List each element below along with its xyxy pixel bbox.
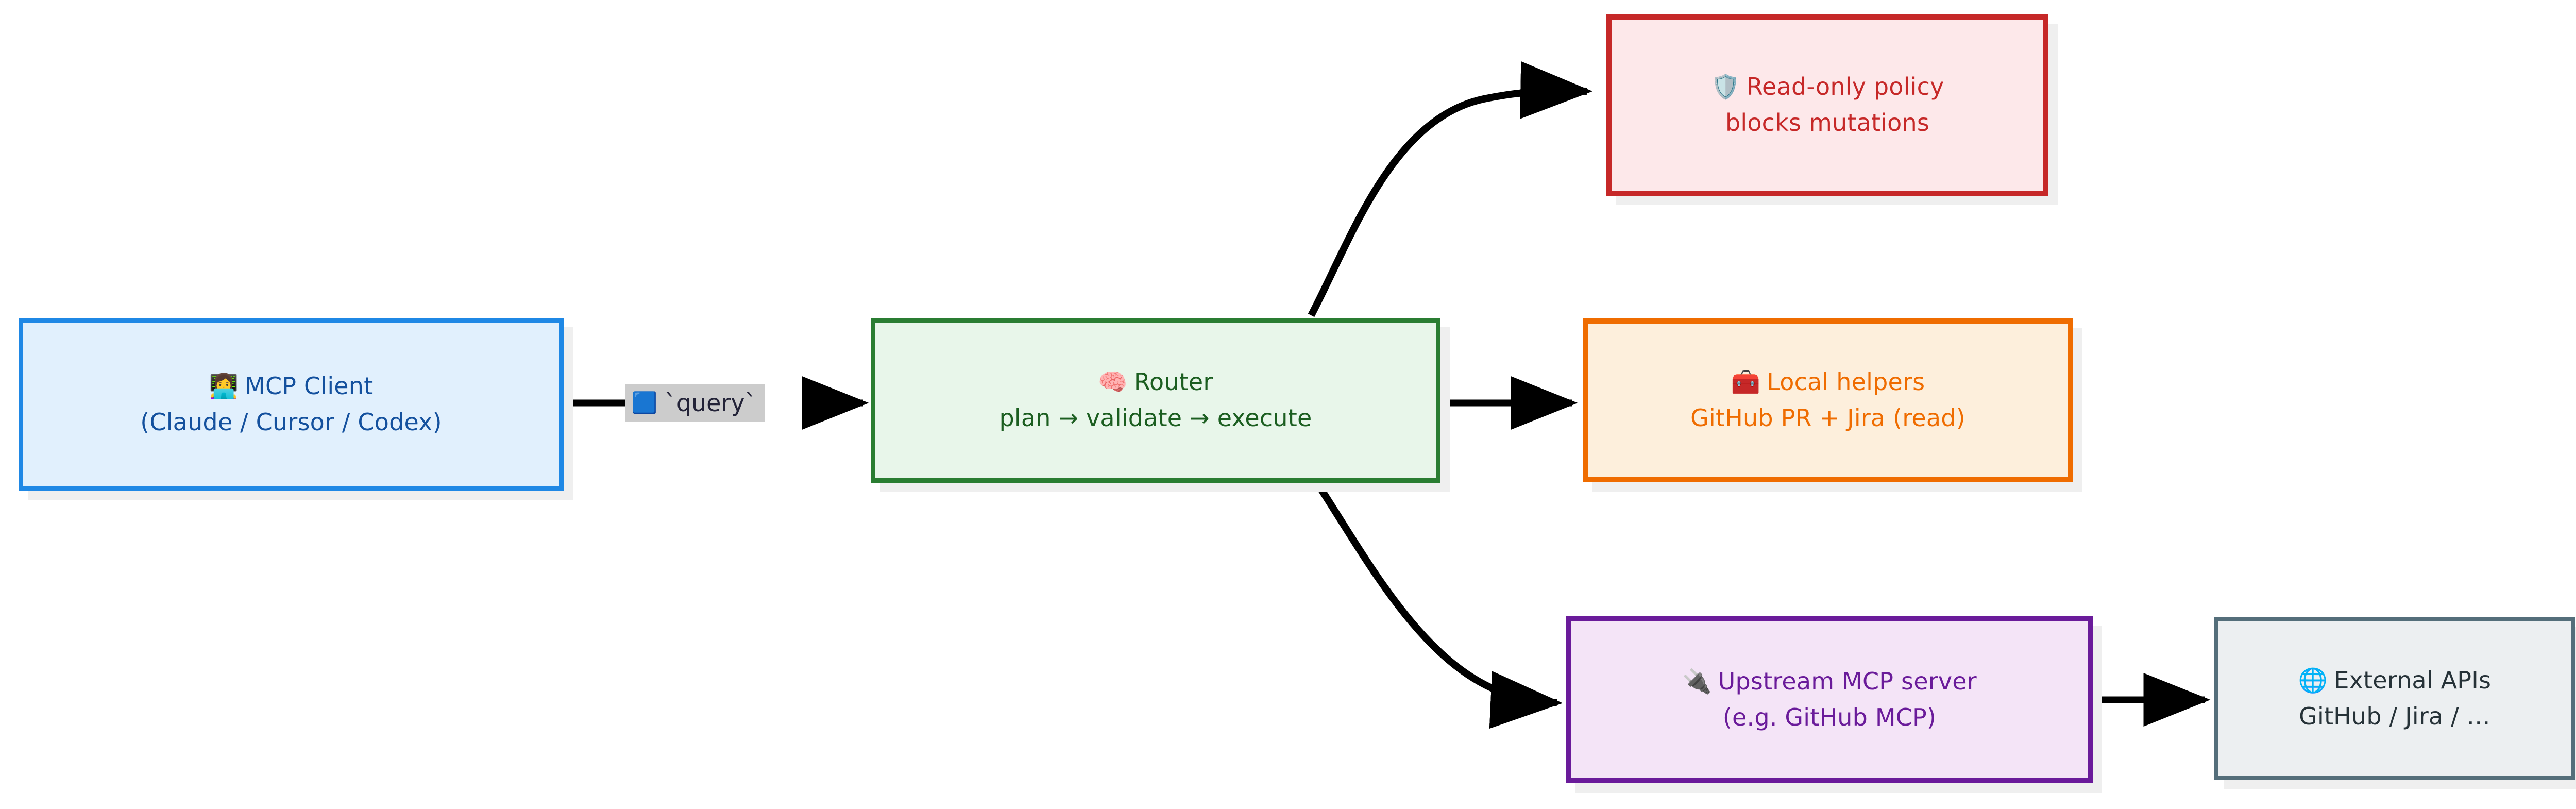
node-router-line1: 🧠Router — [1098, 367, 1213, 398]
node-upstream-mcp-line1: 🔌Upstream MCP server — [1682, 666, 1977, 697]
edge-router-to-upstream-mcp — [1316, 484, 1563, 729]
node-local-helpers-title: Local helpers — [1767, 368, 1925, 396]
node-router-line2: plan → validate → execute — [999, 404, 1312, 432]
node-external-apis-line1: 🌐External APIs — [2298, 665, 2491, 696]
edge-router-to-readonly-policy — [1308, 61, 1593, 317]
toolbox-icon: 🧰 — [1731, 368, 1761, 396]
shield-icon: 🛡️ — [1710, 73, 1740, 101]
node-mcp-client[interactable]: 👩‍💻MCP Client (Claude / Cursor / Codex) — [19, 318, 564, 491]
node-local-helpers[interactable]: 🧰Local helpers GitHub PR + Jira (read) — [1583, 318, 2073, 482]
node-readonly-policy-line2: blocks mutations — [1725, 109, 1930, 137]
node-upstream-mcp[interactable]: 🔌Upstream MCP server (e.g. GitHub MCP) — [1566, 616, 2093, 783]
node-mcp-client-line1: 👩‍💻MCP Client — [209, 371, 374, 402]
electric-plug-icon: 🔌 — [1682, 667, 1712, 696]
node-router[interactable]: 🧠Router plan → validate → execute — [871, 318, 1440, 483]
node-readonly-policy[interactable]: 🛡️Read-only policy blocks mutations — [1606, 14, 2048, 196]
node-mcp-client-line2: (Claude / Cursor / Codex) — [140, 408, 442, 436]
node-external-apis-title: External APIs — [2334, 666, 2492, 695]
edge-label-query: 🟦 `query` — [625, 384, 765, 422]
brain-icon: 🧠 — [1098, 368, 1128, 396]
node-readonly-policy-title: Read-only policy — [1746, 73, 1944, 101]
node-mcp-client-title: MCP Client — [245, 372, 374, 400]
node-external-apis-line2: GitHub / Jira / … — [2299, 702, 2490, 730]
node-upstream-mcp-title: Upstream MCP server — [1718, 667, 1977, 696]
node-external-apis[interactable]: 🌐External APIs GitHub / Jira / … — [2214, 617, 2575, 780]
node-upstream-mcp-line2: (e.g. GitHub MCP) — [1722, 703, 1937, 731]
node-router-title: Router — [1133, 368, 1213, 396]
node-local-helpers-line1: 🧰Local helpers — [1731, 367, 1925, 398]
person-with-laptop-icon: 👩‍💻 — [209, 372, 239, 400]
node-readonly-policy-line1: 🛡️Read-only policy — [1710, 72, 1944, 103]
globe-icon: 🌐 — [2298, 666, 2328, 695]
node-local-helpers-line2: GitHub PR + Jira (read) — [1690, 404, 1965, 432]
edge-label-query-text: `query` — [664, 389, 757, 417]
blue-square-icon: 🟦 — [632, 391, 657, 415]
